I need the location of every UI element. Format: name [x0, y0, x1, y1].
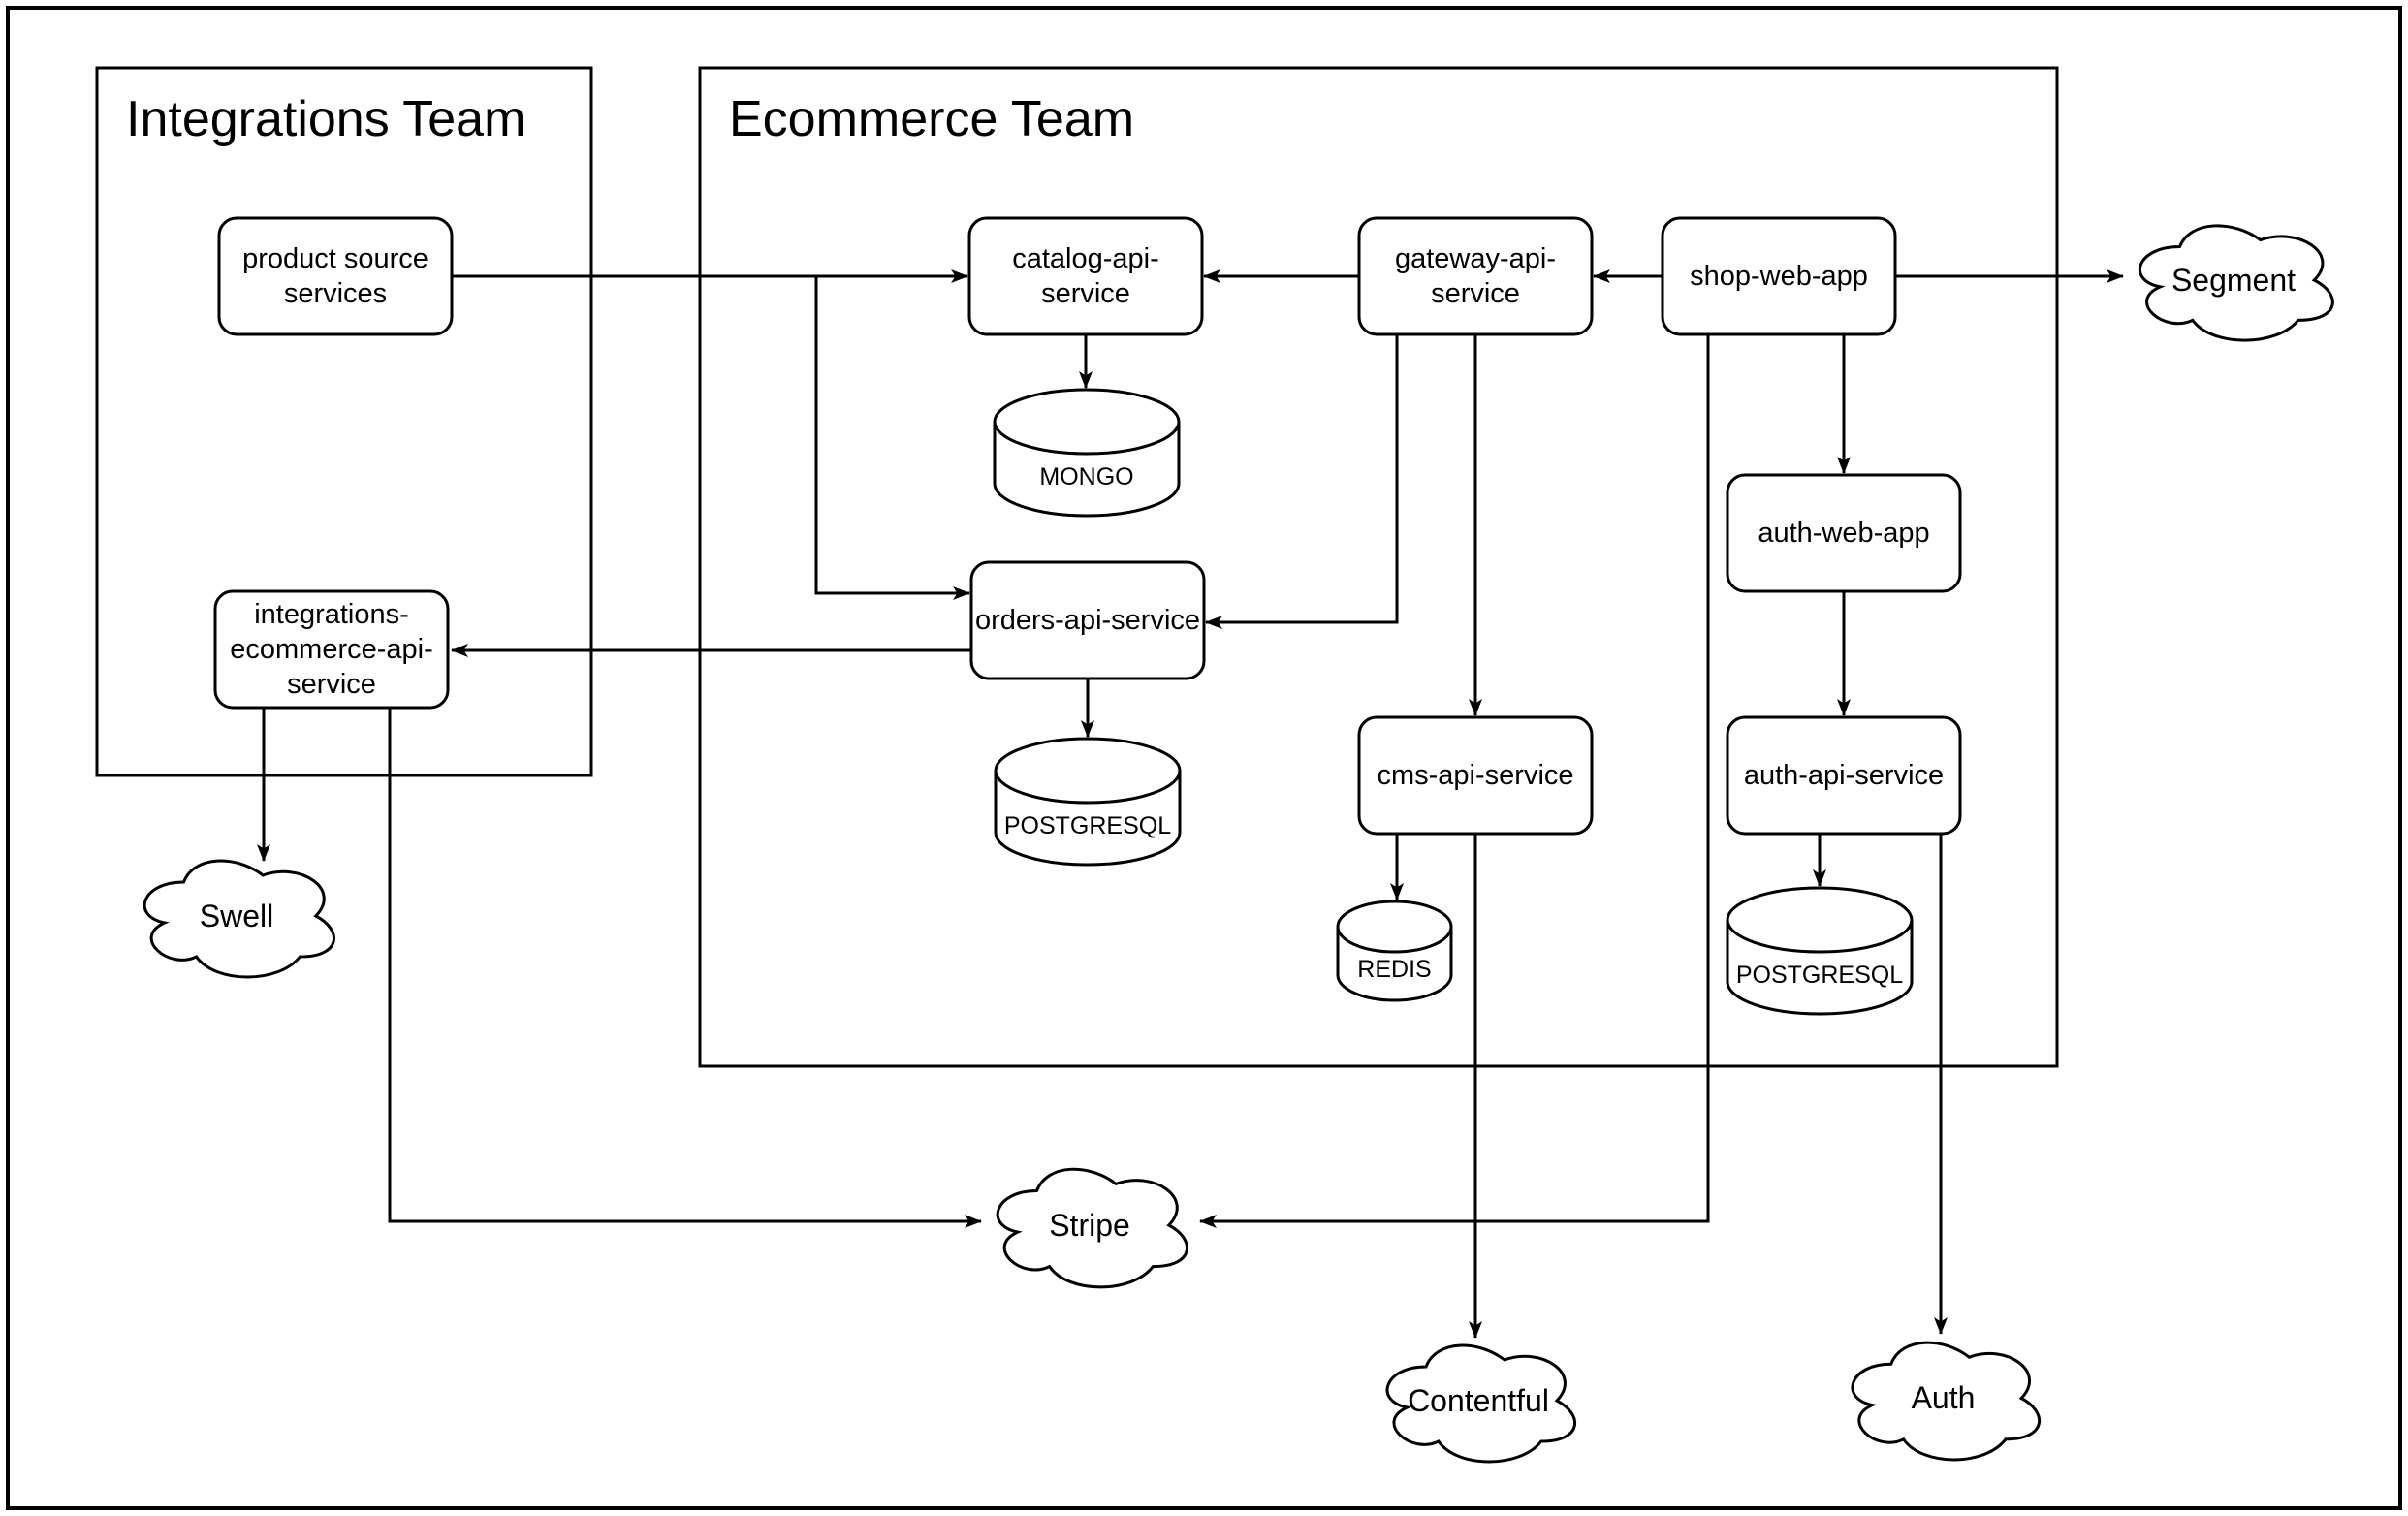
database-postgresql-auth-cylinder	[1726, 886, 1914, 1016]
node-integrations-ecommerce-api-service	[213, 589, 450, 710]
node-label-auth-api-service: auth-api-service	[1743, 759, 1945, 791]
database-label-postgresql-orders: POSTGRESQL	[1003, 811, 1172, 839]
cloud-stripe	[996, 1167, 1188, 1289]
node-product-source-services	[217, 216, 454, 336]
database-postgresql-orders-cylinder	[994, 737, 1182, 867]
node-shop-web-app	[1661, 216, 1897, 336]
cloud-auth	[1851, 1341, 2042, 1462]
node-catalog-api-service	[967, 216, 1204, 336]
cloud-label-swell: Swell	[199, 898, 274, 933]
cloud-label-contentful: Contentful	[1408, 1382, 1549, 1418]
cloud-contentful	[1385, 1343, 1577, 1464]
group-title-integrations-team: Integrations Team	[126, 91, 526, 147]
edge-gateway-to-orders	[1205, 334, 1399, 629]
node-label-orders-api-service: orders-api-service	[974, 604, 1201, 636]
cloud-segment	[2139, 224, 2334, 342]
group-title-ecommerce-team: Ecommerce Team	[729, 91, 1135, 147]
group-ecommerce-team	[698, 66, 2059, 1068]
node-gateway-api-service	[1357, 216, 1594, 336]
database-redis-cylinder	[1336, 900, 1453, 1002]
database-label-mongo: MONGO	[1039, 462, 1134, 490]
cloud-label-auth: Auth	[1911, 1380, 1976, 1415]
cloud-label-stripe: Stripe	[1049, 1207, 1130, 1243]
node-auth-api-service	[1726, 715, 1962, 836]
node-auth-web-app	[1726, 473, 1962, 593]
cloud-label-segment: Segment	[2170, 262, 2297, 298]
edge-integrations-api-to-stripe	[388, 708, 982, 1228]
edge-product-source-to-orders	[814, 276, 970, 600]
node-label-catalog-api-service: catalog-api- service	[1012, 242, 1159, 309]
node-label-cms-api-service: cms-api-service	[1377, 759, 1574, 791]
node-label-product-source-services: product source services	[242, 242, 428, 309]
node-label-auth-web-app: auth-web-app	[1758, 517, 1930, 549]
node-label-shop-web-app: shop-web-app	[1690, 260, 1868, 292]
edge-shop-to-stripe	[1199, 334, 1710, 1228]
database-label-redis: REDIS	[1357, 956, 1432, 983]
node-label-gateway-api-service: gateway-api- service	[1394, 242, 1557, 309]
node-label-integrations-ecommerce-api-service: integrations- ecommerce-api- service	[230, 598, 433, 701]
diagram-border	[6, 6, 2402, 1510]
database-mongo-cylinder	[993, 388, 1181, 518]
node-cms-api-service	[1357, 715, 1594, 836]
node-orders-api-service	[969, 560, 1206, 680]
database-label-postgresql-auth: POSTGRESQL	[1735, 961, 1904, 989]
cloud-swell	[143, 859, 335, 979]
group-integrations-team	[95, 66, 593, 777]
